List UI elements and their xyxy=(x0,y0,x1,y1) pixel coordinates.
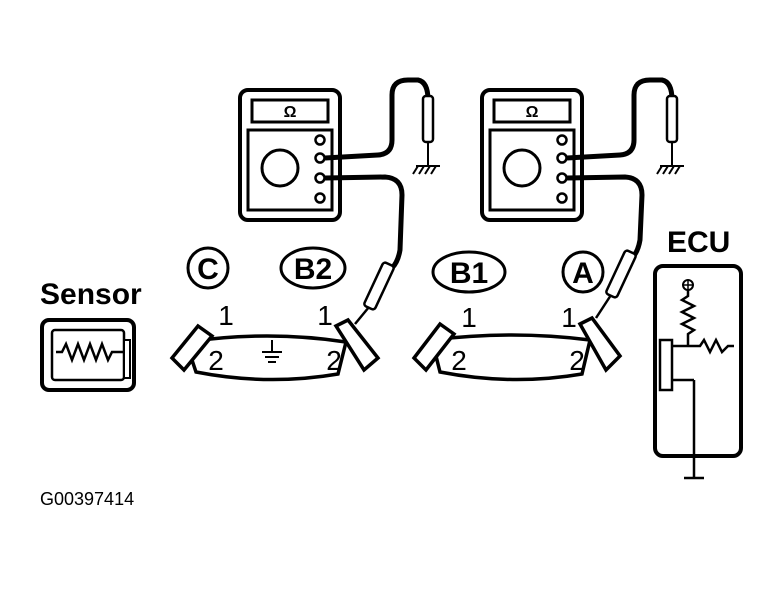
ecu-terminal-icon xyxy=(658,338,674,392)
connector-c-badge xyxy=(186,246,230,290)
ecu-housing xyxy=(653,264,743,458)
connector-b1-pin-1: 1 xyxy=(461,302,477,333)
multimeter-left-jack-1 xyxy=(314,134,326,146)
ecu-bias-resistor-icon xyxy=(688,337,734,355)
multimeter-right-jack-1 xyxy=(556,134,568,146)
sensor-component xyxy=(40,318,136,392)
multimeter-left-ground-lead xyxy=(324,77,431,161)
multimeter-right-jack-3 xyxy=(556,172,568,184)
harness-left-end-cap-left xyxy=(169,323,215,373)
multimeter-left-dial-icon xyxy=(260,148,300,188)
connector-b2-label: B2 xyxy=(294,253,332,286)
multimeter-left-jack-2 xyxy=(314,152,326,164)
connector-b2-pin-1: 1 xyxy=(317,300,333,331)
connector-b2-pin-2: 2 xyxy=(326,345,342,376)
connector-c-label: C xyxy=(197,253,219,286)
multimeter-right-ohm-label: Ω xyxy=(526,104,539,121)
multimeter-right-jack-4 xyxy=(556,192,568,204)
sensor-resistor-icon xyxy=(56,340,124,364)
connector-c-b2-harness xyxy=(169,317,381,382)
multimeter-left-test-lead xyxy=(324,174,405,270)
ecu-label: ECU xyxy=(667,226,730,259)
probe-left-test-tip xyxy=(354,306,370,325)
connector-c-pin-1: 1 xyxy=(218,300,234,331)
probe-left-ground-icon xyxy=(421,94,435,144)
multimeter-right-dial-icon xyxy=(502,148,542,188)
connector-b1-pin-2: 2 xyxy=(451,345,467,376)
multimeter-left: Ω xyxy=(238,88,342,222)
harness-right-end-cap-left xyxy=(411,321,457,373)
ecu-component xyxy=(653,264,743,480)
harness-left-end-cap-right xyxy=(333,317,381,373)
multimeter-right-jack-2 xyxy=(556,152,568,164)
multimeter-left-ohm-label: Ω xyxy=(284,104,297,121)
sensor-inner-frame xyxy=(50,328,126,382)
connector-b1-badge xyxy=(431,250,507,294)
ground-icon-harness xyxy=(262,340,282,363)
multimeter-right-display xyxy=(492,98,572,124)
harness-right-body xyxy=(429,333,593,382)
connector-a-badge xyxy=(561,250,605,294)
multimeter-left-jack-3 xyxy=(314,172,326,184)
probe-right-test-icon xyxy=(605,249,637,299)
probe-left-test-icon xyxy=(363,261,395,311)
sensor-terminal xyxy=(123,339,131,379)
probe-right-ground-icon xyxy=(665,94,679,144)
connector-a-pin-2: 2 xyxy=(569,345,585,376)
connector-a-pin-1: 1 xyxy=(561,302,577,333)
multimeter-right: Ω xyxy=(480,88,584,222)
sensor-label: Sensor xyxy=(40,278,142,311)
harness-right-end-cap-right xyxy=(577,315,623,373)
multimeter-left-jack-4 xyxy=(314,192,326,204)
connector-c-pin-2: 2 xyxy=(208,345,224,376)
ground-icon-right-meter xyxy=(656,165,684,175)
multimeter-left-display xyxy=(250,98,330,124)
probe-right-test-tip xyxy=(594,294,613,319)
connector-b1-label: B1 xyxy=(450,257,488,290)
connector-b2-badge xyxy=(279,246,347,290)
multimeter-right-ground-lead xyxy=(566,77,675,161)
ecu-pullup-resistor-icon xyxy=(679,290,697,346)
connector-a-label: A xyxy=(572,257,594,290)
ground-icon-left-meter xyxy=(412,165,440,175)
connector-b1-a-harness xyxy=(411,315,623,382)
figure-code: G00397414 xyxy=(40,489,134,509)
